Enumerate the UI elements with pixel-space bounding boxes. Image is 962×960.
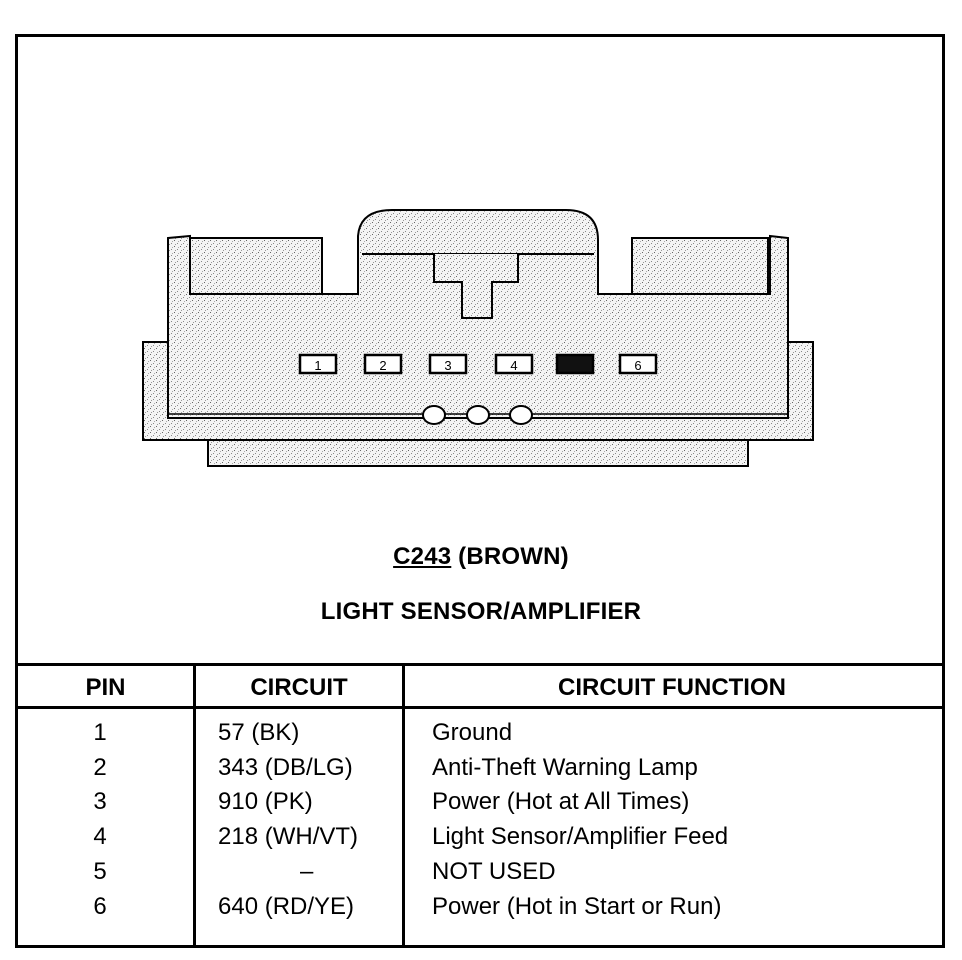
pin-cavity-1: 1 — [298, 353, 338, 375]
pin-label-3: 3 — [444, 358, 451, 373]
function-cell: Ground — [432, 719, 513, 746]
circuit-cell: 343 (DB/LG) — [218, 754, 353, 781]
table-row: 3 910 (PK) Power (Hot at All Times) — [0, 788, 962, 823]
circuit-cell: 640 (RD/YE) — [218, 893, 355, 920]
locator-circle — [466, 405, 490, 425]
pin-cell: 1 — [93, 719, 107, 746]
pin-label-2: 2 — [379, 358, 386, 373]
pin-cell: 3 — [93, 788, 107, 815]
function-cell: Power (Hot at All Times) — [432, 788, 690, 815]
circuit-cell: 910 (PK) — [218, 788, 313, 815]
table-header-rule — [15, 706, 942, 709]
header-pin: PIN — [85, 674, 126, 701]
pin-cell: 6 — [93, 893, 107, 920]
pin-cavity-4: 4 — [494, 353, 534, 375]
function-cell: NOT USED — [432, 858, 556, 885]
connector-drawing: 1 2 3 4 6 — [142, 209, 814, 467]
pin-label-1: 1 — [314, 358, 321, 373]
connector-left-tab — [189, 237, 323, 295]
function-cell: Power (Hot in Start or Run) — [432, 893, 722, 920]
function-cell: Light Sensor/Amplifier Feed — [432, 823, 729, 850]
table-divider — [193, 663, 196, 945]
circuit-cell: – — [300, 858, 314, 885]
table-row: 6 640 (RD/YE) Power (Hot in Start or Run… — [0, 893, 962, 928]
connector-right-tab — [631, 237, 769, 295]
function-cell: Anti-Theft Warning Lamp — [432, 754, 698, 781]
header-circuit: CIRCUIT — [250, 674, 348, 701]
header-function: CIRCUIT FUNCTION — [558, 674, 786, 701]
locator-circle — [509, 405, 533, 425]
connector-color: (BROWN) — [458, 543, 569, 570]
pin-cavity-5-blocked — [555, 353, 595, 375]
locator-circle — [422, 405, 446, 425]
table-row: 5 – NOT USED — [0, 858, 962, 893]
pin-label-4: 4 — [510, 358, 517, 373]
circuit-cell: 218 (WH/VT) — [218, 823, 359, 850]
pin-cell: 4 — [93, 823, 107, 850]
table-row: 2 343 (DB/LG) Anti-Theft Warning Lamp — [0, 754, 962, 789]
table-top-border — [15, 663, 942, 666]
connector-latch — [433, 254, 519, 319]
pin-cavity-6: 6 — [618, 353, 658, 375]
connector-title: C243 (BROWN) — [0, 543, 962, 571]
table-row: 1 57 (BK) Ground — [0, 719, 962, 754]
pin-cell: 2 — [93, 754, 107, 781]
connector-id: C243 — [393, 543, 452, 570]
diagram-frame — [15, 34, 945, 948]
pin-cavity-2: 2 — [363, 353, 403, 375]
component-name: LIGHT SENSOR/AMPLIFIER — [320, 598, 642, 625]
pin-cell: 5 — [93, 858, 107, 885]
table-divider — [402, 663, 405, 945]
circuit-cell: 57 (BK) — [218, 719, 300, 746]
table-row: 4 218 (WH/VT) Light Sensor/Amplifier Fee… — [0, 823, 962, 858]
pin-label-6: 6 — [634, 358, 641, 373]
pin-cavity-3: 3 — [428, 353, 468, 375]
